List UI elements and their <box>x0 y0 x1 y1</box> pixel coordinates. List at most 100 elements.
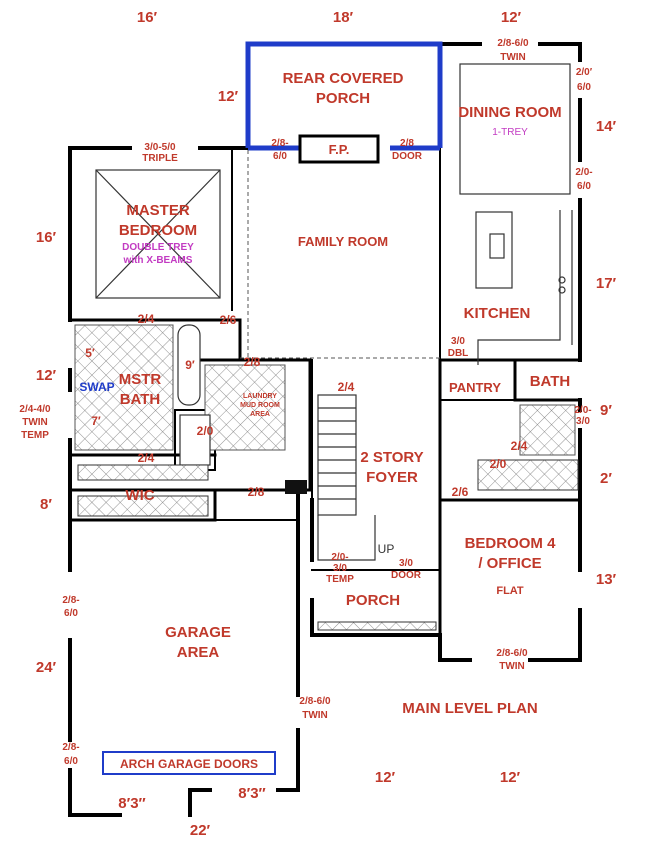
shower-dim-7: 7′ <box>91 414 101 428</box>
dim-right-9: 9′ <box>600 402 612 419</box>
door-porch-right-2: DOOR <box>392 151 423 162</box>
exterior-walls <box>68 42 582 817</box>
bedroom4-label-1: BEDROOM 4 <box>465 535 557 552</box>
plan-title: MAIN LEVEL PLAN <box>402 700 538 717</box>
door-24-master: 2/4 <box>138 312 155 326</box>
laundry-tile <box>204 364 286 451</box>
bath-tile <box>519 404 576 456</box>
pantry-label: PANTRY <box>449 380 501 395</box>
win-garage-1a: 2/8- <box>62 595 79 606</box>
win-garage-twin-1: 2/8-6/0 <box>299 696 331 707</box>
dim-dining-depth: 14′ <box>596 118 617 135</box>
door-porch-left-1: 2/8- <box>271 138 288 149</box>
dim-top-mid: 18′ <box>333 9 354 26</box>
master-bedroom-label-1: MASTER <box>126 202 190 219</box>
win-dining-1a: 2/0′ <box>576 67 593 78</box>
dining-trey <box>459 63 571 195</box>
stairs <box>317 394 376 561</box>
win-porch-2: 3/0 <box>333 563 347 574</box>
bed4-closet <box>477 459 579 491</box>
kitchen-counters <box>475 210 573 365</box>
dim-bottom-12a: 12′ <box>375 769 396 786</box>
mstr-bath-label-1: MSTR <box>119 371 162 388</box>
bedroom4-ceiling-note: FLAT <box>496 585 524 597</box>
dim-bottom-22: 22′ <box>190 822 211 839</box>
fireplace <box>298 134 380 164</box>
garage-label-1: GARAGE <box>165 624 231 641</box>
family-room-label: FAMILY ROOM <box>298 234 388 249</box>
wic-shelves <box>77 495 209 517</box>
win-garage-2b: 6/0 <box>64 756 78 767</box>
bath-label: BATH <box>530 373 571 390</box>
win-porch-1: 2/0- <box>331 552 348 563</box>
rear-porch-label-1: REAR COVERED <box>283 70 404 87</box>
porch-rail <box>317 621 437 631</box>
win-triple-2: TRIPLE <box>142 153 178 164</box>
door-porch-left-2: 6/0 <box>273 151 287 162</box>
laundry-label-2: MUD ROOM <box>240 402 280 409</box>
door-28-wic: 2/8 <box>248 485 265 499</box>
garage-step <box>285 480 307 494</box>
dim-bottom-83b: 8′3″ <box>238 785 265 802</box>
dim-garage-depth: 24′ <box>36 659 57 676</box>
porch-label: PORCH <box>346 592 400 609</box>
rear-porch-label-2: PORCH <box>316 90 370 107</box>
door-porch-2: DOOR <box>391 570 422 581</box>
dim-bottom-83a: 8′3″ <box>118 795 145 812</box>
win-bed4-2: TWIN <box>499 661 525 672</box>
door-26: 2/6 <box>220 313 237 327</box>
win-bed4-1: 2/8-6/0 <box>496 648 528 659</box>
wic-label: WIC <box>125 487 154 504</box>
win-dining-2b: 6/0 <box>577 181 591 192</box>
garage-doors-box <box>102 751 276 775</box>
door-26-bed4: 2/6 <box>452 485 469 499</box>
fireplace-label: F.P. <box>329 142 350 157</box>
dim-bed4-depth: 13′ <box>596 571 617 588</box>
foyer-label-1: 2 STORY <box>360 449 423 466</box>
win-twin-top-2: TWIN <box>500 52 526 63</box>
win-bath-2: 3/0 <box>576 416 590 427</box>
dim-master-depth: 16′ <box>36 229 57 246</box>
dim-bath-depth: 12′ <box>36 367 57 384</box>
door-24-bath: 2/4 <box>511 439 528 453</box>
garage-doors-label: ARCH GARAGE DOORS <box>120 757 258 771</box>
rear-porch-outline <box>245 41 443 148</box>
win-triple-1: 3/0-5/0 <box>144 142 176 153</box>
master-ceiling-note-2: with X-BEAMS <box>123 255 193 266</box>
master-bedroom-label-2: BEDROOM <box>119 222 197 239</box>
shower-dim-5: 5′ <box>85 346 95 360</box>
dim-right-2: 2′ <box>600 470 612 487</box>
win-garage-2a: 2/8- <box>62 742 79 753</box>
dim-top-right: 12′ <box>501 9 522 26</box>
door-20-bath: 2/0 <box>197 424 214 438</box>
win-mb-3: TEMP <box>21 430 49 441</box>
door-30-dbl-2: DBL <box>448 348 469 359</box>
door-20-closet: 2/0 <box>490 457 507 471</box>
master-ceiling-note-1: DOUBLE TREY <box>122 242 194 253</box>
dining-ceiling-note: 1-TREY <box>492 127 528 138</box>
laundry-label-1: LAUNDRY <box>243 393 277 400</box>
win-porch-3: TEMP <box>326 574 354 585</box>
dim-bottom-12b: 12′ <box>500 769 521 786</box>
mstr-bath-label-2: BATH <box>120 391 161 408</box>
door-24-foyer: 2/4 <box>338 380 355 394</box>
win-garage-1b: 6/0 <box>64 608 78 619</box>
door-30-dbl-1: 3/0 <box>451 336 465 347</box>
swap-label: SWAP <box>79 380 114 394</box>
win-mb-1: 2/4-4/0 <box>19 404 51 415</box>
win-bath-1: 2/0- <box>574 405 591 416</box>
dim-kitchen-depth: 17′ <box>596 275 617 292</box>
foyer-label-2: FOYER <box>366 469 418 486</box>
bath-dim-9: 9′ <box>185 358 195 372</box>
door-24-wic: 2/4 <box>138 451 155 465</box>
win-garage-twin-2: TWIN <box>302 710 328 721</box>
dim-wic-depth: 8′ <box>40 496 52 513</box>
dim-top-left: 16′ <box>137 9 158 26</box>
bedroom4-label-2: / OFFICE <box>478 555 541 572</box>
garage-label-2: AREA <box>177 644 220 661</box>
door-porch-1: 3/0 <box>399 558 413 569</box>
kitchen-label: KITCHEN <box>464 305 531 322</box>
interior-walls <box>68 43 582 637</box>
win-twin-top-1: 2/8-6/0 <box>497 38 529 49</box>
